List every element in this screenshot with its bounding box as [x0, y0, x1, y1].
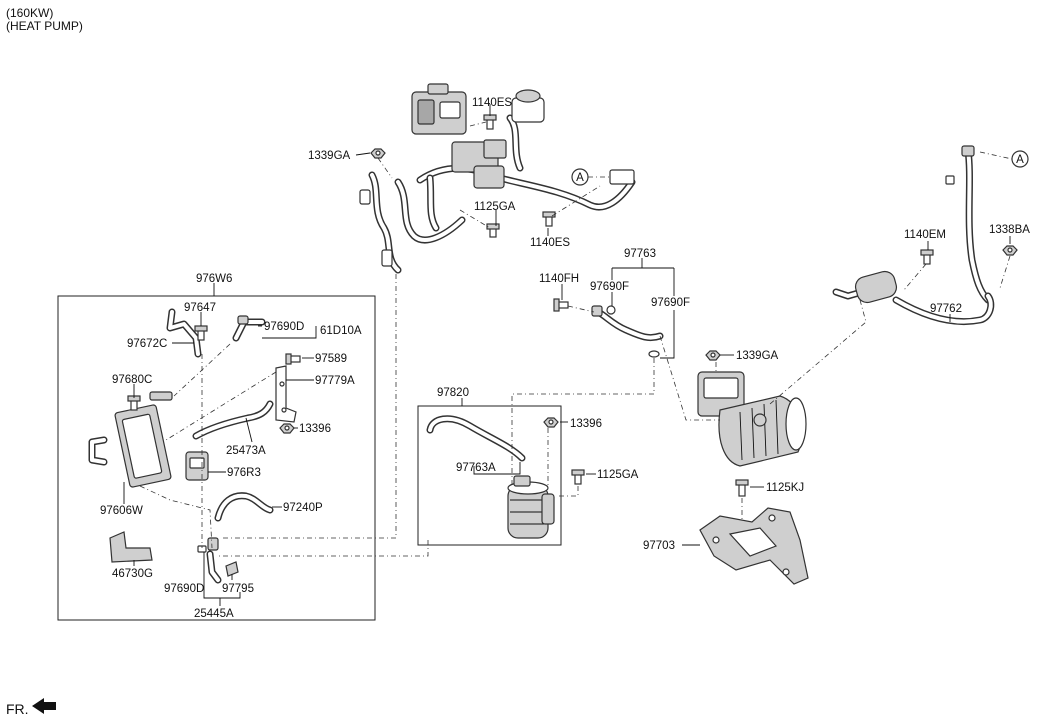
- front-arrow-icon: [32, 698, 56, 714]
- label-1339ga-right: 1339GA: [736, 350, 779, 362]
- hose-97763[interactable]: [591, 305, 664, 342]
- dash-1140fh: [567, 305, 595, 313]
- chiller-core-97606w[interactable]: [88, 391, 173, 488]
- hose-97763a[interactable]: [426, 415, 526, 462]
- valve-976r3[interactable]: [185, 451, 209, 481]
- label-97762: 97762: [930, 303, 962, 315]
- label-1125kj: 1125KJ: [766, 482, 804, 494]
- label-97647: 97647: [184, 302, 216, 314]
- hose-97240p[interactable]: [214, 492, 274, 522]
- bolt-1125kj[interactable]: [735, 479, 749, 497]
- bracket-46730g[interactable]: [109, 531, 153, 563]
- leader-lines: [123, 104, 1011, 606]
- dash-bolt-1140es: [469, 121, 487, 127]
- label-97703: 97703: [643, 540, 675, 552]
- dash-accumulator-to-box: [218, 540, 429, 557]
- bolt-1125ga-top[interactable]: [486, 223, 500, 238]
- label-25445a: 25445A: [194, 608, 234, 620]
- label-1338ba: 1338BA: [989, 224, 1030, 236]
- label-61d10a: 61D10A: [320, 325, 362, 337]
- reference-a-right-line: [979, 151, 1013, 160]
- compressor-assembly[interactable]: [697, 371, 807, 467]
- nut-1339ga-right[interactable]: [705, 350, 721, 361]
- nut-1338ba[interactable]: [1002, 245, 1018, 256]
- dash-bolt-1140em: [903, 263, 927, 291]
- assembly-box-97820: [417, 405, 562, 546]
- svg-text:A: A: [576, 172, 584, 184]
- label-97690d-top: 97690D: [264, 321, 304, 333]
- hose-25473a[interactable]: [192, 400, 274, 440]
- label-97763: 97763: [624, 248, 656, 260]
- dash-sensor-to-chiller: [173, 343, 231, 397]
- label-97779a: 97779A: [315, 375, 355, 387]
- dash-hose-to-compressor: [769, 299, 867, 405]
- bracket-97703[interactable]: [699, 507, 809, 585]
- label-976w6: 976W6: [196, 273, 232, 285]
- reference-a-left: A: [571, 168, 589, 186]
- hose-97762[interactable]: [832, 145, 995, 326]
- bolt-1140em[interactable]: [920, 249, 934, 265]
- label-1140es-top: 1140ES: [472, 97, 512, 109]
- dash-harness-to-chiller: [222, 274, 397, 539]
- fitting-97795[interactable]: [225, 561, 239, 577]
- dash-1125ga-mid: [556, 486, 579, 497]
- label-97680c: 97680C: [112, 374, 152, 386]
- label-97690f-b: 97690F: [651, 297, 690, 309]
- label-46730g: 46730G: [112, 568, 153, 580]
- dash-bolt-1140es-bottom: [551, 185, 601, 217]
- model-spec-label: (160KW): [6, 6, 54, 20]
- pipe-25445a[interactable]: [206, 550, 222, 584]
- label-97672c: 97672C: [127, 338, 167, 350]
- dash-nut-1339ga: [377, 157, 393, 179]
- label-97820: 97820: [437, 387, 469, 399]
- assembly-box-976w6: [57, 295, 376, 621]
- label-1125ga-mid: 1125GA: [597, 469, 639, 481]
- bolt-97589[interactable]: [285, 353, 301, 365]
- wiring-harness-assembly[interactable]: [359, 83, 636, 274]
- sensor-97690d-top[interactable]: [232, 315, 266, 342]
- bolt-1125ga-mid[interactable]: [571, 469, 585, 485]
- sensor-97690d-bottom[interactable]: [197, 537, 219, 553]
- label-13396-mid: 13396: [570, 418, 602, 430]
- dash-nut-1338ba: [999, 255, 1011, 289]
- reference-a-right: A: [1011, 150, 1029, 168]
- nut-13396-mid[interactable]: [543, 417, 559, 428]
- label-13396-left: 13396: [299, 423, 331, 435]
- o-ring-97690f-a[interactable]: [606, 305, 616, 315]
- system-spec-label: (HEAT PUMP): [6, 19, 83, 33]
- accumulator-97820[interactable]: [507, 475, 555, 539]
- front-direction-label: FR.: [6, 701, 29, 717]
- dash-97763-to-accumulator: [511, 358, 655, 486]
- label-1125ga-top: 1125GA: [474, 201, 516, 213]
- label-97690d-bottom: 97690D: [164, 583, 204, 595]
- label-97690f-a: 97690F: [590, 281, 629, 293]
- label-97795: 97795: [222, 583, 254, 595]
- label-976r3: 976R3: [227, 467, 261, 479]
- nut-1339ga-top[interactable]: [370, 148, 386, 159]
- label-1339ga-top: 1339GA: [308, 150, 351, 162]
- dash-bracket-to-chiller: [165, 371, 277, 441]
- label-25473a: 25473A: [226, 445, 266, 457]
- bracket-97779a[interactable]: [275, 365, 297, 423]
- dash-chiller-to-valve: [139, 485, 213, 549]
- nut-13396-left[interactable]: [279, 423, 295, 434]
- o-ring-97690f-b[interactable]: [648, 350, 660, 358]
- label-1140em: 1140EM: [904, 229, 946, 241]
- label-97589: 97589: [315, 353, 347, 365]
- dash-97763-to-compressor: [659, 335, 720, 421]
- label-97606w: 97606W: [100, 505, 143, 517]
- label-97763a: 97763A: [456, 462, 496, 474]
- bolt-1140es-bottom[interactable]: [542, 211, 556, 227]
- label-1140fh: 1140FH: [539, 273, 579, 285]
- label-97240p: 97240P: [283, 502, 323, 514]
- svg-text:A: A: [1016, 154, 1024, 166]
- bolt-1140fh[interactable]: [553, 298, 569, 312]
- label-1140es-bottom: 1140ES: [530, 237, 570, 249]
- tube-97672c[interactable]: [166, 308, 202, 358]
- bolt-97680c[interactable]: [127, 395, 141, 411]
